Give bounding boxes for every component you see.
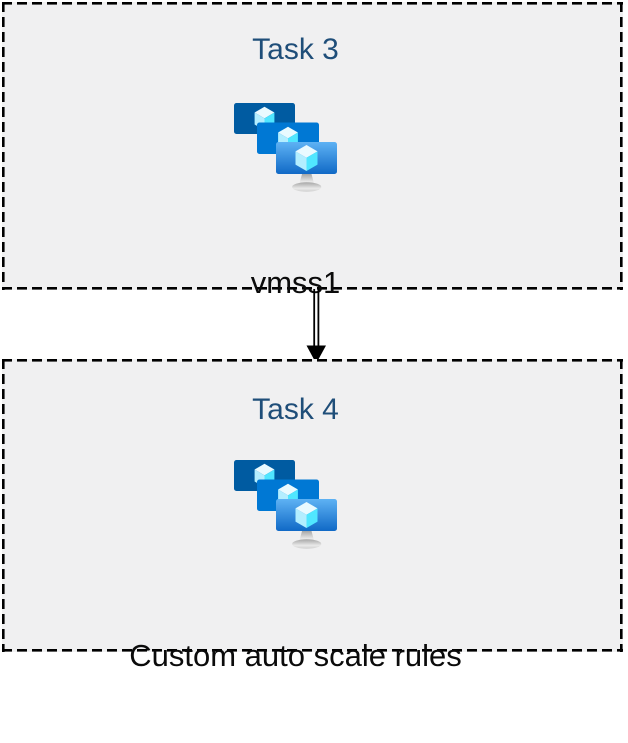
vm-scale-sets-icon [234,101,338,193]
task4-caption: Custom auto scale rules [0,568,606,743]
autoscale-rules-label: Custom auto scale rules [129,638,462,673]
task4-box: Task 4 Custom auto scale rules [2,359,623,673]
vmss-resource-name: vmss1 [250,265,341,300]
task3-title: Task 3 [252,33,339,66]
task4-title: Task 4 [252,393,339,426]
vm-scale-sets-icon [234,458,338,550]
task3-box: Task 3 vmss1 Zone 1, 2, 3 [2,2,623,405]
